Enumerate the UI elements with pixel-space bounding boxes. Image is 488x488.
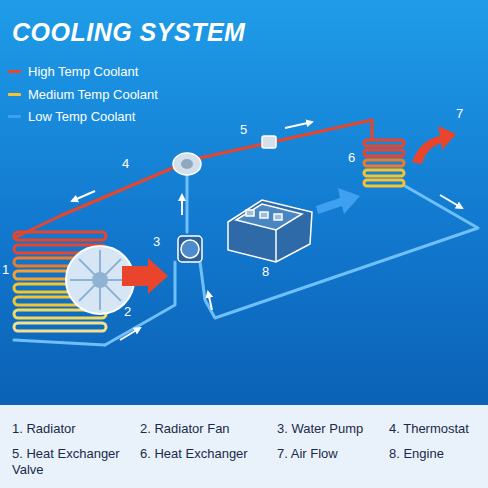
legend-swatch bbox=[8, 115, 21, 118]
callout-number: 4 bbox=[122, 156, 129, 171]
flow-arrows bbox=[72, 122, 462, 340]
part-name: 2. Radiator Fan bbox=[140, 421, 272, 437]
coolant-pipes bbox=[14, 167, 175, 238]
heat-exchanger bbox=[364, 150, 404, 156]
heat-exchanger bbox=[364, 170, 404, 176]
callout-number: 3 bbox=[153, 234, 160, 249]
water-pump bbox=[178, 236, 202, 262]
part-name: 6. Heat Exchanger bbox=[140, 446, 272, 462]
legend-swatch bbox=[8, 70, 21, 73]
coolant-pipes bbox=[14, 120, 478, 345]
flow-arrows bbox=[440, 195, 462, 208]
engine bbox=[246, 210, 254, 216]
coolant-pipes bbox=[200, 120, 372, 158]
exchanger-valve bbox=[262, 136, 276, 148]
flow-arrows bbox=[120, 328, 140, 340]
part-name: 4. Thermostat bbox=[389, 421, 485, 437]
diagram-title: COOLING SYSTEM bbox=[12, 18, 245, 47]
callout-number: 5 bbox=[240, 122, 247, 137]
heat-exchanger bbox=[364, 160, 404, 166]
air-flow-arrow bbox=[412, 126, 456, 164]
heat-exchanger bbox=[364, 140, 404, 186]
heat-exchanger bbox=[364, 140, 404, 146]
radiator bbox=[14, 232, 106, 240]
part-name: 5. Heat Exchanger Valve bbox=[12, 446, 134, 478]
legend-text: Medium Temp Coolant bbox=[28, 87, 158, 102]
coolant-pipes bbox=[14, 340, 105, 345]
part-name: 3. Water Pump bbox=[277, 421, 385, 437]
legend-text: Low Temp Coolant bbox=[28, 109, 135, 124]
callout-number: 6 bbox=[348, 150, 355, 165]
radiator-fan bbox=[79, 259, 121, 301]
engine bbox=[274, 214, 282, 220]
part-name: 1. Radiator bbox=[12, 421, 134, 437]
radiator bbox=[14, 323, 106, 331]
radiator-fan bbox=[79, 259, 121, 301]
callout-number: 8 bbox=[262, 264, 269, 279]
cool-air-arrow bbox=[316, 188, 360, 214]
thermostat bbox=[173, 153, 201, 175]
hot-air-arrow bbox=[122, 258, 168, 294]
engine bbox=[228, 200, 312, 262]
legend-swatch bbox=[8, 93, 21, 96]
air-flow-arrow bbox=[412, 126, 456, 164]
flow-arrows bbox=[208, 292, 212, 310]
callout-number: 2 bbox=[124, 304, 131, 319]
coolant-pipes bbox=[200, 186, 478, 318]
engine bbox=[275, 230, 277, 262]
legend-text: High Temp Coolant bbox=[28, 64, 138, 79]
water-pump bbox=[181, 240, 199, 258]
hot-air-arrow bbox=[122, 258, 168, 294]
flow-arrows bbox=[285, 122, 312, 128]
heat-exchanger bbox=[364, 180, 404, 186]
radiator-fan bbox=[70, 250, 130, 310]
engine bbox=[236, 204, 302, 230]
cool-air-arrow bbox=[316, 188, 360, 214]
coolant-pipes bbox=[186, 176, 189, 232]
engine bbox=[228, 200, 312, 262]
part-name: 8. Engine bbox=[389, 446, 485, 462]
thermostat bbox=[173, 153, 201, 175]
flow-arrows bbox=[72, 191, 95, 201]
flow-arrows bbox=[181, 195, 183, 215]
callout-number: 7 bbox=[456, 106, 463, 121]
callout-number: 1 bbox=[2, 262, 9, 277]
part-name: 7. Air Flow bbox=[277, 446, 385, 462]
engine bbox=[260, 212, 268, 218]
exchanger-valve bbox=[262, 136, 276, 148]
water-pump bbox=[178, 236, 202, 262]
thermostat bbox=[181, 159, 193, 169]
